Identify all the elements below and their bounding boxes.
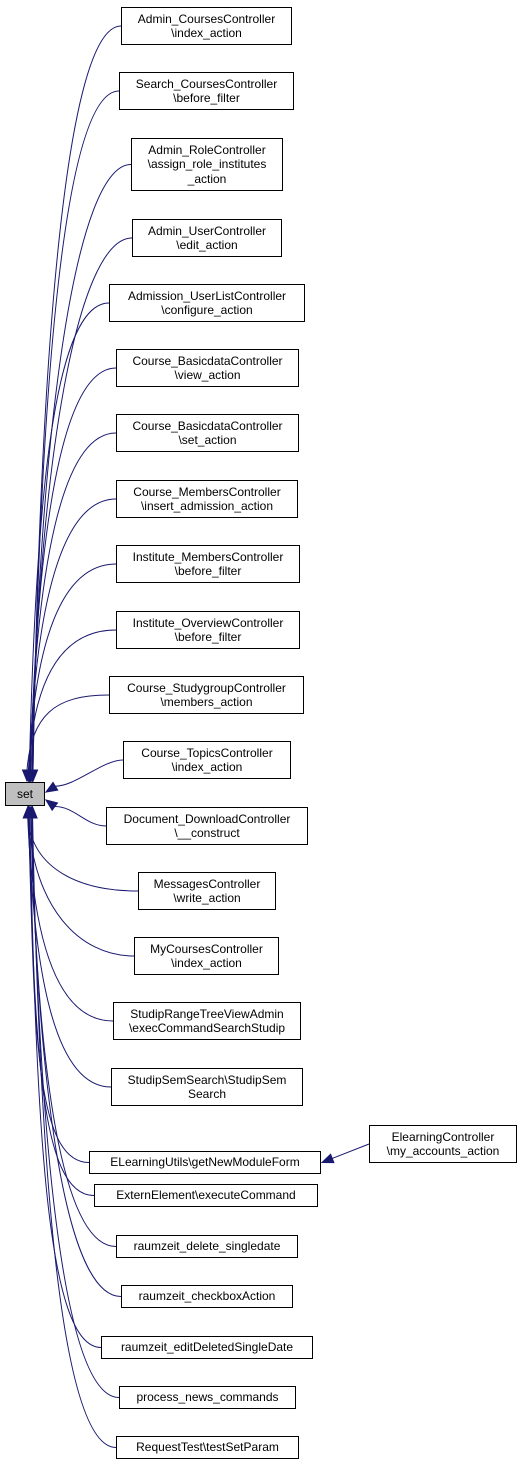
node-label-line: \my_accounts_action	[386, 1144, 500, 1158]
node-label-line: \before_filter	[174, 630, 242, 644]
caller-node[interactable]: Admission_UserListController\configure_a…	[109, 284, 305, 322]
node-label-line: Document_DownloadController	[123, 811, 291, 826]
node-label-line: Course_StudygroupController	[127, 680, 286, 695]
node-label-line: \set_action	[178, 433, 237, 447]
edge-arrowhead	[21, 769, 33, 783]
caller-node[interactable]: ElearningController\my_accounts_action	[369, 1125, 517, 1163]
node-label-line: Course_BasicdataController	[132, 353, 283, 368]
node-label-line: StudipSemSearch\StudipSem	[127, 1072, 287, 1087]
caller-node[interactable]: Institute_MembersController\before_filte…	[116, 545, 300, 583]
edge-arrowhead	[44, 781, 59, 793]
caller-node[interactable]: Course_BasicdataController\set_action	[116, 414, 299, 452]
edge-arrowhead	[44, 799, 59, 812]
node-label-line: \__construct	[174, 826, 240, 840]
node-label-line: \before_filter	[173, 91, 240, 105]
caller-node[interactable]: MessagesController\write_action	[138, 872, 276, 910]
node-label-line: RequestTest\testSetParam	[136, 1440, 279, 1455]
node-label-line: \configure_action	[161, 303, 253, 317]
caller-node[interactable]: StudipRangeTreeViewAdmin\execCommandSear…	[113, 1002, 301, 1040]
node-label-line: raumzeit_checkboxAction	[138, 1289, 276, 1304]
call-edge	[31, 164, 132, 771]
node-label-line: ExternElement\executeCommand	[116, 1188, 296, 1203]
caller-node[interactable]: Course_BasicdataController\view_action	[116, 349, 299, 387]
node-label-line: \assign_role_institutes	[147, 157, 267, 172]
node-label-line: \index_action	[171, 760, 243, 774]
call-edge	[28, 817, 90, 1163]
caller-node[interactable]: Course_MembersController\insert_admissio…	[116, 480, 298, 518]
call-edge	[332, 1143, 370, 1159]
node-label-line: Admin_RoleController	[148, 142, 266, 157]
call-edge	[55, 759, 124, 787]
call-edge	[27, 817, 139, 892]
node-label-line: MessagesController	[153, 876, 261, 891]
node-label-line: \write_action	[173, 891, 241, 905]
node-label-line: Search	[187, 1087, 227, 1101]
node-label-line: Admission_UserListController	[127, 288, 287, 303]
caller-node[interactable]: ExternElement\executeCommand	[94, 1184, 318, 1207]
node-label-line: Search_CoursesController	[135, 76, 278, 91]
call-edge	[28, 302, 110, 771]
node-label-line: \before_filter	[174, 564, 242, 578]
call-edge	[54, 806, 107, 827]
caller-node[interactable]: Admin_RoleController\assign_role_institu…	[131, 138, 283, 191]
node-label-line: ELearningUtils\getNewModuleForm	[110, 1155, 300, 1170]
caller-node[interactable]: Course_TopicsController\index_action	[123, 741, 291, 779]
caller-node[interactable]: RequestTest\testSetParam	[116, 1436, 299, 1459]
call-edge	[27, 817, 114, 1022]
call-edge	[30, 367, 117, 771]
caller-node[interactable]: Search_CoursesController\before_filter	[119, 72, 294, 110]
call-edge	[27, 817, 135, 957]
caller-node[interactable]: Admin_CoursesController\index_action	[121, 7, 292, 45]
node-label-line: \index_action	[171, 26, 242, 40]
node-label-line: raumzeit_editDeletedSingleDate	[120, 1340, 294, 1355]
caller-node[interactable]: Institute_OverviewController\before_filt…	[116, 611, 300, 649]
call-edge	[28, 563, 117, 771]
node-label-line: \view_action	[174, 368, 241, 382]
caller-node[interactable]: raumzeit_delete_singledate	[116, 1235, 298, 1258]
node-label-line: Institute_OverviewController	[132, 615, 284, 630]
edge-arrowhead	[27, 805, 38, 819]
node-label-line: StudipRangeTreeViewAdmin	[130, 1006, 284, 1021]
node-label-line: process_news_commands	[136, 1390, 279, 1405]
call-edge	[26, 694, 110, 771]
caller-node[interactable]: raumzeit_checkboxAction	[121, 1285, 293, 1308]
caller-node[interactable]: Admin_UserController\edit_action	[132, 219, 282, 257]
caller-node[interactable]: MyCoursesController\index_action	[134, 937, 279, 975]
node-label-line: set	[16, 786, 33, 801]
node-label-line: Admin_UserController	[147, 223, 267, 238]
node-label-line: Institute_MembersController	[132, 549, 284, 564]
call-edge	[27, 817, 112, 1088]
caller-node[interactable]: ELearningUtils\getNewModuleForm	[89, 1151, 321, 1174]
caller-node[interactable]: raumzeit_editDeletedSingleDate	[101, 1336, 313, 1359]
call-edge	[30, 817, 117, 1247]
node-label-line: MyCoursesController	[150, 941, 263, 956]
call-edge	[32, 25, 122, 771]
node-label-line: Course_TopicsController	[141, 745, 273, 760]
node-label-line: ElearningController	[391, 1129, 495, 1144]
node-label-line: raumzeit_delete_singledate	[133, 1239, 281, 1254]
call-edge	[29, 817, 102, 1348]
caller-node[interactable]: process_news_commands	[119, 1386, 296, 1409]
caller-node[interactable]: Document_DownloadController\__construct	[106, 807, 308, 845]
edge-arrowhead	[320, 1153, 335, 1164]
node-label-line: \index_action	[171, 956, 242, 970]
node-label-line: \execCommandSearchStudip	[128, 1021, 286, 1035]
node-label-line: \members_action	[160, 695, 253, 709]
node-label-line: Admin_CoursesController	[137, 11, 276, 26]
node-label-line: \edit_action	[176, 238, 238, 252]
caller-node[interactable]: Course_StudygroupController\members_acti…	[109, 676, 304, 714]
root-node-set: set	[5, 782, 45, 806]
node-label-line: Course_MembersController	[133, 484, 281, 499]
call-edge	[32, 90, 120, 771]
node-label-line: Course_BasicdataController	[132, 418, 283, 433]
node-label-line: \insert_admission_action	[140, 499, 274, 513]
node-label-line: _action	[187, 171, 227, 186]
